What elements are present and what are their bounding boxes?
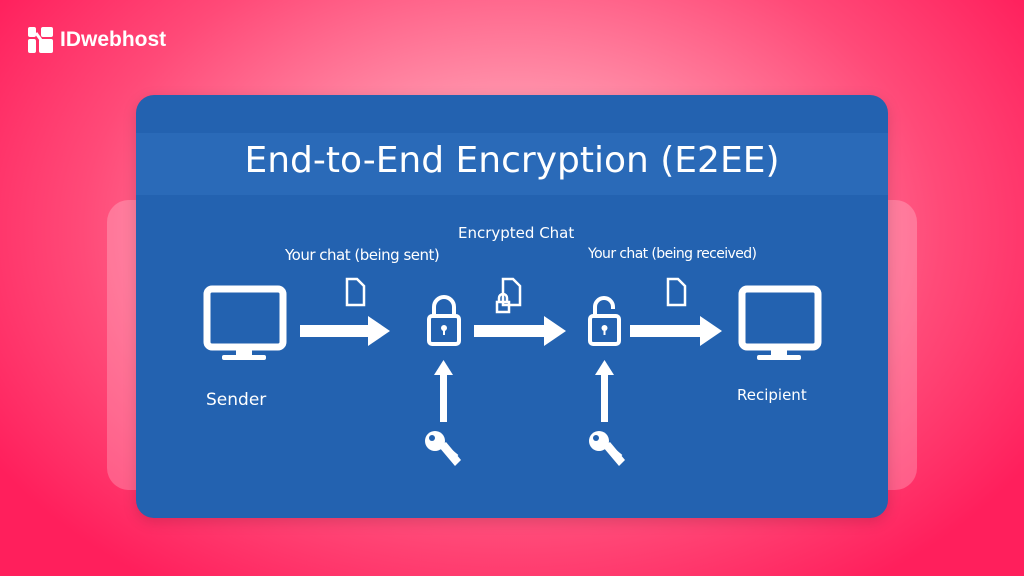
arrow-up-icon: [595, 360, 614, 422]
document-icon: [345, 277, 366, 307]
unlocked-padlock-icon: [588, 296, 621, 346]
sending-label: Your chat (being sent): [285, 246, 440, 264]
logo-icon: [28, 27, 53, 53]
sender-monitor-icon: [203, 285, 287, 360]
arrow-right-icon: [300, 316, 390, 346]
recipient-monitor-icon: [738, 285, 822, 360]
arrow-up-icon: [434, 360, 453, 422]
recipient-label: Recipient: [737, 386, 807, 404]
document-icon: [666, 277, 687, 307]
brand-name: IDwebhost: [60, 28, 167, 51]
title-band: [136, 133, 888, 195]
receiving-label: Your chat (being received): [588, 246, 757, 262]
arrow-right-icon: [474, 316, 566, 346]
locked-padlock-icon: [427, 295, 461, 346]
e2ee-diagram-card: End-to-End Encryption (E2EE): [136, 95, 888, 518]
diagram-title: End-to-End Encryption (E2EE): [244, 140, 780, 181]
brand-logo: IDwebhost: [28, 27, 166, 53]
encrypted-chat-label: Encrypted Chat: [458, 224, 575, 242]
arrow-right-icon: [630, 316, 722, 346]
key-icon: [589, 431, 625, 466]
key-icon: [425, 431, 461, 466]
sender-label: Sender: [206, 390, 267, 410]
encrypted-document-icon: [495, 277, 522, 314]
